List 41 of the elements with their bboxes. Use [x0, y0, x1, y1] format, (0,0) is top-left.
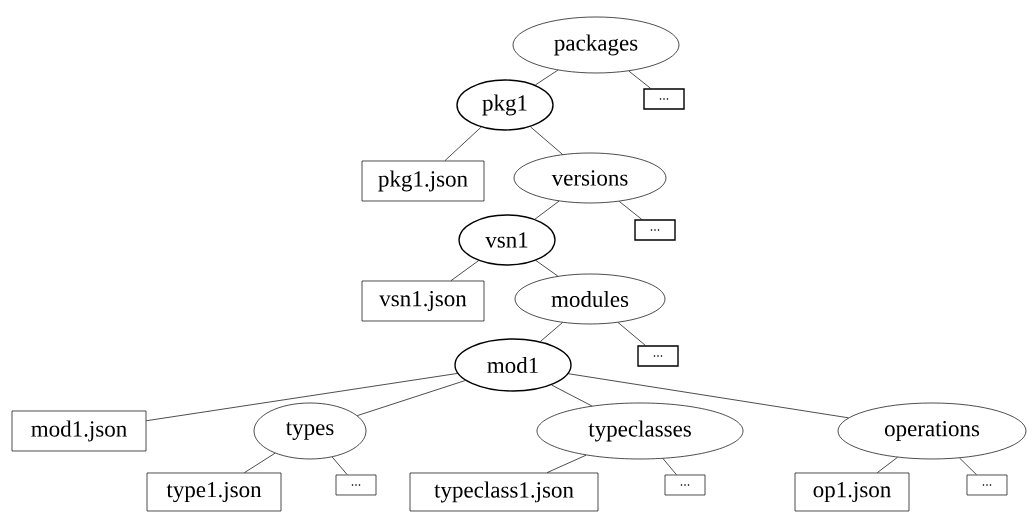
ellipse-node: operations [837, 402, 1027, 460]
box-node: ... [664, 474, 706, 496]
box-node: ... [634, 219, 676, 241]
box-node: ... [335, 474, 377, 496]
box-node: type1.json [146, 472, 282, 512]
connector-line [146, 373, 458, 422]
connector-line [877, 457, 898, 473]
connector-line [628, 70, 651, 89]
connector-line [244, 452, 276, 473]
connector-line [356, 380, 466, 416]
box-node: ... [643, 88, 685, 110]
box-node: mod1.json [11, 410, 147, 452]
connector-line [618, 201, 642, 220]
box-node: ... [637, 345, 679, 367]
connector-line [444, 126, 482, 161]
box-node: vsn1.json [361, 280, 485, 322]
connector-line [568, 373, 849, 419]
connector-line [450, 260, 479, 281]
connector-line [530, 126, 563, 155]
connector-line [546, 454, 587, 473]
connector-line [662, 458, 677, 475]
connector-line [551, 384, 593, 407]
box-node: pkg1.json [361, 160, 485, 202]
ellipse-node: types [253, 402, 367, 460]
ellipse-node: typeclasses [536, 402, 744, 460]
ellipse-node: pkg1 [456, 79, 554, 131]
ellipse-node: modules [514, 273, 666, 325]
connector-line [535, 69, 559, 86]
connector-line [540, 322, 563, 342]
box-node: typeclass1.json [409, 472, 599, 512]
ellipse-node: versions [513, 152, 667, 204]
ellipse-node: vsn1 [458, 214, 556, 266]
connector-line [534, 200, 560, 220]
connector-line [535, 260, 559, 277]
connector-line [617, 322, 646, 346]
connector-line [331, 456, 348, 475]
box-node: op1.json [794, 472, 910, 512]
ellipse-node: mod1 [454, 338, 572, 392]
connector-line [959, 457, 977, 475]
box-node: ... [966, 474, 1008, 496]
ellipse-node: packages [512, 16, 680, 74]
